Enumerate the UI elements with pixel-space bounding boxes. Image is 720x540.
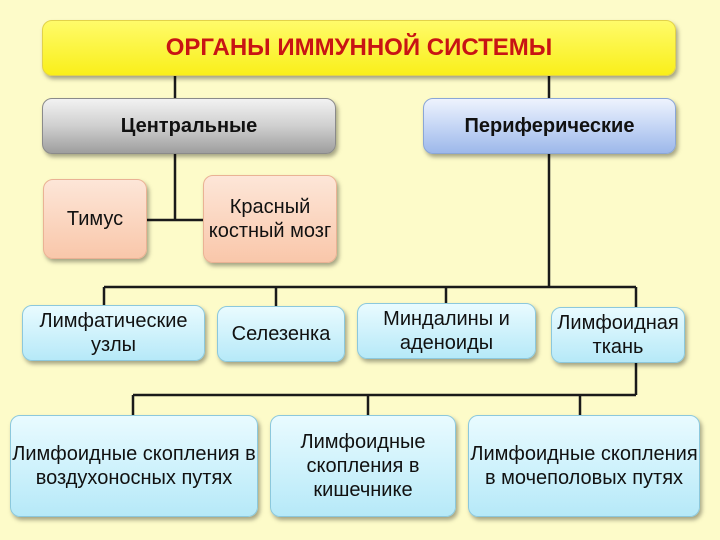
lymph-nodes-node: Лимфатические узлы: [22, 305, 205, 361]
tonsils-adenoids-node: Миндалины и аденоиды: [357, 303, 536, 359]
urogenital-lymphoid-node: Лимфоидные скопления в мочеполовых путях: [468, 415, 700, 517]
diagram-title: ОРГАНЫ ИММУННОЙ СИСТЕМЫ: [42, 20, 676, 76]
intestinal-lymphoid-node: Лимфоидные скопления в кишечнике: [270, 415, 456, 517]
central-organs-node: Центральные: [42, 98, 336, 154]
thymus-node: Тимус: [43, 179, 147, 259]
respiratory-lymphoid-node: Лимфоидные скопления в воздухоносных пут…: [10, 415, 258, 517]
red-bone-marrow-node: Красный костный мозг: [203, 175, 337, 263]
lymphoid-tissue-node: Лимфоидная ткань: [551, 307, 685, 363]
peripheral-organs-node: Периферические: [423, 98, 676, 154]
spleen-node: Селезенка: [217, 306, 345, 362]
